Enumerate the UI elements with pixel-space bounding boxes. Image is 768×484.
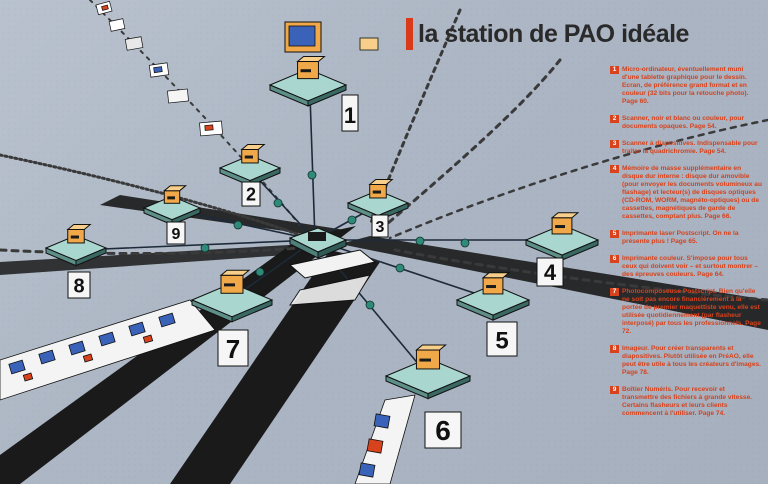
monitor-screen (288, 25, 316, 47)
number-card (241, 181, 261, 207)
output-strip (354, 394, 416, 484)
device-top (481, 272, 511, 279)
legend-number: 6 (610, 255, 619, 263)
number-card (536, 257, 564, 287)
device-station-8 (44, 223, 108, 267)
legend-number: 2 (610, 115, 619, 123)
platform-side (427, 375, 471, 400)
legend-number: 5 (610, 230, 619, 238)
legend-number: 4 (610, 165, 619, 173)
station-number-label: 8 (73, 275, 84, 297)
legend-text: Scanner, noir et blanc ou couleur, pour … (622, 115, 745, 130)
legend-number: 3 (610, 140, 619, 148)
device-station-9 (142, 185, 202, 226)
device-station-2 (218, 143, 282, 187)
device-top (162, 185, 188, 192)
platform-side (307, 84, 347, 107)
spoke-junctions (200, 170, 470, 310)
legend-number: 9 (610, 386, 619, 394)
device-slot (419, 358, 431, 362)
title-accent-bar (406, 18, 413, 50)
device-station-6 (384, 344, 472, 400)
legend-number: 8 (610, 345, 619, 353)
legend-text: Imageur. Pour créer transparents et diap… (622, 345, 761, 376)
legend-text: Micro-ordinateur, éventuellement muni d'… (622, 66, 749, 105)
device-top (296, 56, 326, 63)
network-hub (288, 227, 377, 306)
legend-text: Mémoire de masse supplémentaire en disqu… (622, 165, 762, 220)
station-number-label: 9 (172, 226, 181, 243)
number-card (486, 321, 518, 357)
device-slot (555, 225, 565, 229)
device-slot (300, 69, 311, 73)
film-strip (0, 299, 216, 401)
device-slot (70, 235, 79, 239)
number-card (67, 271, 91, 299)
platform-side (75, 247, 107, 267)
station-number-label: 7 (226, 334, 240, 364)
device-station-7 (190, 269, 274, 323)
station-number-label: 4 (544, 260, 557, 285)
number-card (166, 221, 186, 245)
device-station-5 (455, 272, 531, 321)
number-card (217, 329, 249, 367)
legend-text: Scanner à diapositives. Indispensable po… (622, 140, 758, 155)
station-number-label: 5 (495, 328, 508, 355)
legend-text: Imprimante couleur. S'impose pour tous c… (622, 255, 758, 278)
device-slot (244, 155, 253, 159)
number-card (341, 94, 359, 132)
platform-side (231, 299, 273, 323)
legend-number: 7 (610, 288, 619, 296)
device-top (240, 143, 266, 150)
device-top (66, 223, 92, 230)
device-slot (372, 190, 381, 194)
station-number-label: 3 (376, 219, 385, 236)
legend-text: Photocomposeuse Postscript. Bien qu'elle… (622, 288, 761, 335)
device-top (219, 269, 251, 276)
legend-text: Imprimante laser Postscript. On ne la pr… (622, 230, 739, 245)
station-number-label: 6 (435, 415, 451, 446)
number-card (371, 214, 389, 238)
station-number-label: 2 (246, 185, 256, 205)
legend-text: Boîtier Numéris. Pour recevoir et transm… (622, 386, 753, 417)
device-top (550, 212, 580, 219)
number-card (424, 411, 462, 449)
device-top (415, 344, 447, 351)
device-top (368, 178, 394, 185)
station-number-label: 1 (344, 103, 356, 128)
graphics-tablet-icon (359, 37, 379, 51)
device-station-1 (268, 21, 379, 107)
device-slot (224, 283, 235, 287)
platform-side (492, 299, 530, 321)
page-title: la station de PAO idéale (406, 14, 689, 54)
device-number-cards: 1 2 3 4 5 6 7 8 9 (67, 94, 564, 449)
document-sheets (95, 0, 223, 137)
legend-number: 1 (610, 66, 619, 74)
device-slot (167, 196, 175, 200)
device-slot (486, 285, 496, 289)
page-title-text: la station de PAO idéale (418, 19, 689, 48)
